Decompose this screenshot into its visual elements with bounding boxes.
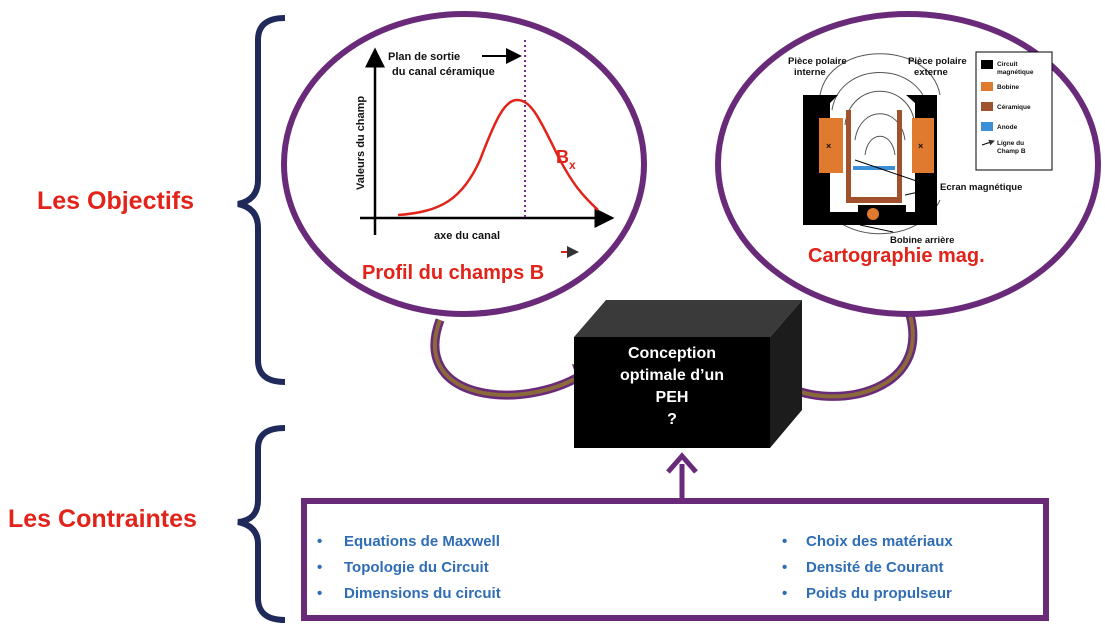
svg-text:•: •	[317, 559, 322, 576]
box-line-4: ?	[667, 411, 677, 428]
map-caption: Cartographie mag.	[808, 245, 985, 267]
legend-swatch-anode	[981, 122, 993, 131]
brace-objectifs	[237, 15, 286, 385]
label-objectifs: Les Objectifs	[37, 187, 194, 215]
brace-contraintes	[237, 425, 286, 623]
svg-text:•: •	[782, 585, 787, 602]
x-axis-label: axe du canal	[434, 230, 500, 242]
y-axis-label: Valeurs du champ	[355, 96, 367, 190]
rear-coil-label: Bobine arrière	[890, 235, 954, 246]
rear-coil	[865, 206, 881, 222]
legend-swatch-fieldline	[981, 139, 995, 146]
coil-right	[912, 118, 934, 173]
ceramic-right	[897, 110, 902, 202]
box-line-3: PEH	[656, 389, 689, 406]
constraint-left-1: Equations de Maxwell	[344, 533, 500, 550]
constraints-box	[301, 498, 1049, 621]
legend-swatch-ceramic	[981, 102, 993, 111]
pole-internal-2: interne	[794, 67, 826, 78]
legend-label-anode: Anode	[997, 124, 1018, 131]
design-box: Conception optimale d’un PEH ?	[574, 300, 802, 448]
svg-text:•: •	[317, 533, 322, 550]
constraint-left-3: Dimensions du circuit	[344, 585, 501, 602]
legend-swatch-circuit	[981, 60, 993, 69]
constraint-right-1: Choix des matériaux	[806, 533, 953, 550]
svg-text:•: •	[317, 585, 322, 602]
box-line-1: Conception	[628, 345, 716, 362]
curve-label-bx: Bx	[556, 147, 576, 172]
magnetic-map: × × Pièce polaire interne Pièce polaire …	[788, 51, 1053, 246]
pole-internal-1: Pièce polaire	[788, 56, 847, 67]
exit-plane-label-2: du canal céramique	[392, 66, 495, 78]
profile-caption: Profil du champs B	[362, 262, 544, 284]
connector-right	[788, 313, 918, 401]
legend-label-ceramic: Céramique	[997, 104, 1031, 111]
label-contraintes: Les Contraintes	[8, 505, 197, 533]
svg-text:×: ×	[826, 141, 831, 151]
legend-swatch-coil	[981, 82, 993, 91]
anode	[853, 166, 895, 170]
constraints-left-list: • Equations de Maxwell • Topologie du Ci…	[317, 533, 501, 602]
pole-external-1: Pièce polaire	[908, 56, 967, 67]
constraint-right-2: Densité de Courant	[806, 559, 944, 576]
ceramic-left	[846, 110, 851, 202]
svg-text:×: ×	[918, 141, 923, 151]
constraint-right-3: Poids du propulseur	[806, 585, 952, 602]
svg-text:•: •	[782, 559, 787, 576]
profile-plot: Valeurs du champ axe du canal Plan de so…	[355, 40, 615, 242]
ceramic-bottom	[846, 197, 902, 203]
constraint-left-2: Topologie du Circuit	[344, 559, 489, 576]
exit-plane-label-1: Plan de sortie	[388, 51, 460, 63]
screen-label: Ecran magnétique	[940, 182, 1022, 193]
constraints-right-list: • Choix des matériaux • Densité de Coura…	[782, 533, 953, 602]
svg-text:•: •	[782, 533, 787, 550]
coil-left	[819, 118, 843, 173]
field-curve	[397, 98, 599, 217]
box-line-2: optimale d’un	[620, 367, 724, 384]
pole-external-2: externe	[914, 67, 948, 78]
legend-label-coil: Bobine	[997, 84, 1019, 91]
